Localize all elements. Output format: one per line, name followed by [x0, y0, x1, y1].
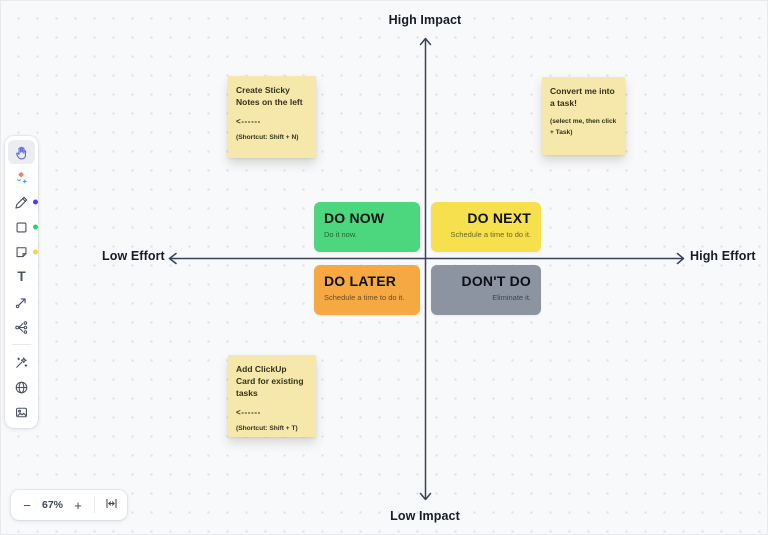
- quadrant-card-do-later[interactable]: DO LATER Schedule a time to do it.: [314, 265, 420, 315]
- image-icon: [13, 404, 30, 421]
- zoom-toolbar: − 67% +: [11, 490, 127, 520]
- zoombar-divider: [94, 497, 95, 513]
- tool-ai-button[interactable]: [8, 350, 35, 374]
- tool-web-button[interactable]: [8, 375, 35, 399]
- shape-color-dot: [33, 224, 38, 230]
- hand-icon: [13, 144, 30, 161]
- sticky-note-create-sticky-notes[interactable]: Create Sticky Notes on the left <------ …: [228, 76, 316, 158]
- quadrant-subtitle: Schedule a time to do it.: [450, 230, 531, 239]
- quadrant-title: DO NEXT: [467, 210, 531, 226]
- quadrant-title: DO NOW: [324, 210, 385, 226]
- zoom-level[interactable]: 67%: [41, 499, 63, 511]
- axis-label-high-effort[interactable]: High Effort: [690, 249, 756, 263]
- quadrant-subtitle: Eliminate it.: [492, 293, 531, 302]
- quadrant-card-dont-do[interactable]: DON'T DO Eliminate it.: [431, 265, 541, 315]
- square-icon: [13, 219, 30, 236]
- magic-wand-icon: [13, 354, 30, 371]
- tools-sidebar: T: [5, 136, 38, 428]
- tool-mind-map-button[interactable]: [8, 315, 35, 339]
- marker-color-dot: [33, 199, 38, 205]
- sticky-title: Convert me into a task!: [550, 86, 615, 108]
- quadrant-title: DON'T DO: [461, 273, 531, 289]
- zoom-in-button[interactable]: +: [74, 497, 82, 513]
- tool-media-button[interactable]: [8, 400, 35, 424]
- quadrant-card-do-now[interactable]: DO NOW Do it now.: [314, 202, 420, 252]
- fit-to-screen-button[interactable]: [100, 494, 122, 516]
- tool-text-button[interactable]: T: [8, 265, 35, 289]
- sticky-shortcut-text: (Shortcut: Shift + N): [236, 133, 299, 141]
- tool-marker-button[interactable]: [8, 190, 38, 214]
- sticky-note-text: (select me, then click + Task): [550, 117, 617, 136]
- sticky-arrow-text: <------: [236, 407, 261, 417]
- tool-hand-button[interactable]: [8, 140, 35, 164]
- tool-templates-button[interactable]: [8, 165, 35, 189]
- templates-icon: [13, 169, 30, 186]
- mind-map-icon: [13, 319, 30, 336]
- sticky-arrow-text: <------: [236, 116, 261, 126]
- sticky-note-add-clickup-card[interactable]: Add ClickUp Card for existing tasks <---…: [228, 355, 316, 437]
- tool-shape-button[interactable]: [8, 215, 38, 239]
- quadrant-subtitle: Do it now.: [324, 230, 357, 239]
- tool-connector-button[interactable]: [8, 290, 35, 314]
- globe-icon: [13, 379, 30, 396]
- zoom-out-button[interactable]: −: [23, 497, 31, 513]
- tool-sticky-note-button[interactable]: [8, 240, 38, 264]
- toolbar-divider: [12, 344, 31, 345]
- sticky-color-dot: [33, 249, 38, 255]
- quadrant-card-do-next[interactable]: DO NEXT Schedule a time to do it.: [431, 202, 541, 252]
- quadrant-title: DO LATER: [324, 273, 397, 289]
- text-icon: T: [17, 269, 26, 285]
- axis-label-low-impact[interactable]: Low Impact: [390, 509, 460, 523]
- connector-arrow-icon: [13, 294, 30, 311]
- sticky-title: Create Sticky Notes on the left: [236, 85, 303, 107]
- quadrant-subtitle: Schedule a time to do it.: [324, 293, 405, 302]
- fit-width-icon: [104, 496, 119, 514]
- marker-icon: [13, 194, 30, 211]
- axis-label-high-impact[interactable]: High Impact: [388, 13, 462, 27]
- sticky-note-convert-to-task[interactable]: Convert me into a task! (select me, then…: [542, 77, 625, 155]
- sticky-note-icon: [13, 244, 30, 261]
- axis-label-low-effort[interactable]: Low Effort: [102, 249, 165, 263]
- sticky-shortcut-text: (Shortcut: Shift + T): [236, 424, 298, 432]
- sticky-title: Add ClickUp Card for existing tasks: [236, 364, 304, 398]
